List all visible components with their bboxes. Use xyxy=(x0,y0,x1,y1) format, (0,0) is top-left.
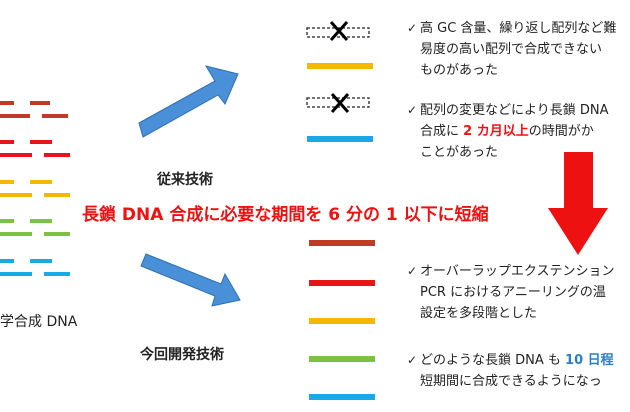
check-icon: ✓ xyxy=(407,21,418,35)
dna-bar-yellow xyxy=(309,318,375,324)
note-line: オーバーラップエクステンション xyxy=(420,264,615,279)
fragment-segment xyxy=(0,153,32,157)
note-line: 易度の高い配列で合成できない xyxy=(420,42,603,57)
fragment-segment xyxy=(0,101,14,105)
fragment-segment xyxy=(44,272,70,276)
note-line: 配列の変更などにより長鎖 DNA xyxy=(420,103,609,118)
note-highlight: 2 カ月以上 xyxy=(463,124,529,139)
fragment-row-red-dark xyxy=(0,101,68,118)
note-line: ものがあった xyxy=(420,63,499,78)
fragment-row-yellow xyxy=(0,180,70,197)
note-overlap-pcr: ✓ オーバーラップエクステンション PCR におけるアニーリングの温 設定を多段… xyxy=(407,261,615,324)
dna-bar-blue xyxy=(309,394,375,400)
synthetic-dna-label: 学合成 DNA xyxy=(0,314,78,330)
note-line: 合成に 2 カ月以上の時間がか xyxy=(420,121,609,142)
note-text: 合成に xyxy=(420,124,464,139)
fragment-segment xyxy=(30,259,52,263)
fragment-row-blue xyxy=(0,259,70,276)
note-short-period: ✓ どのような長鎖 DNA も 10 日程 短期間に合成できるようになっ xyxy=(407,350,614,392)
arrow-down-icon xyxy=(548,152,608,255)
dna-bar-blue xyxy=(307,136,373,142)
dna-bar-red-dark xyxy=(309,240,375,246)
note-line: ことがあった xyxy=(420,145,499,160)
arrow-down-right-icon xyxy=(140,253,241,307)
fragment-segment xyxy=(0,180,14,184)
check-icon: ✓ xyxy=(407,103,418,117)
note-text: どのような長鎖 DNA も xyxy=(420,353,566,368)
fragment-segment xyxy=(0,272,32,276)
cross-icon xyxy=(329,21,349,41)
fragment-row-green xyxy=(0,219,70,236)
fragment-segment xyxy=(0,219,14,223)
fragment-segment xyxy=(0,193,32,197)
note-line: 短期間に合成できるようになっ xyxy=(420,374,602,389)
note-line: 設定を多段階とした xyxy=(420,306,538,321)
dna-bar-green xyxy=(309,356,375,362)
fragment-segment xyxy=(0,140,14,144)
dna-bar-yellow xyxy=(307,63,373,69)
headline: 長鎖 DNA 合成に必要な期間を 6 分の 1 以下に短縮 xyxy=(82,205,489,225)
fragment-segment xyxy=(30,101,50,105)
note-sequence-change: ✓ 配列の変更などにより長鎖 DNA 合成に 2 カ月以上の時間がか ことがあっ… xyxy=(407,100,609,163)
cross-icon xyxy=(330,93,350,113)
note-line: 高 GC 含量、繰り返し配列など難 xyxy=(420,21,617,36)
fragment-segment xyxy=(42,114,68,118)
fragment-segment xyxy=(0,259,14,263)
fragment-segment xyxy=(0,232,32,236)
fragment-segment xyxy=(30,140,52,144)
fragment-segment xyxy=(30,180,52,184)
check-icon: ✓ xyxy=(407,264,418,278)
fragment-group xyxy=(0,101,70,276)
fragment-segment xyxy=(30,219,52,223)
conventional-method-label: 従来技術 xyxy=(157,172,213,188)
dna-bar-red xyxy=(309,280,375,286)
fragment-segment xyxy=(44,153,70,157)
note-gc-content: ✓ 高 GC 含量、繰り返し配列など難 易度の高い配列で合成できない ものがあっ… xyxy=(407,18,617,81)
fragment-row-red xyxy=(0,140,70,157)
fragment-segment xyxy=(44,193,70,197)
note-line: PCR におけるアニーリングの温 xyxy=(420,285,606,300)
note-text: の時間がか xyxy=(528,124,594,139)
conventional-results xyxy=(306,21,373,142)
note-highlight: 10 日程 xyxy=(565,353,614,368)
arrow-up-right-icon xyxy=(138,65,239,138)
new-method-results xyxy=(309,240,375,400)
check-icon: ✓ xyxy=(407,353,418,367)
fragment-segment xyxy=(44,232,70,236)
new-method-label: 今回開発技術 xyxy=(140,347,224,363)
note-line: どのような長鎖 DNA も 10 日程 xyxy=(420,350,614,371)
fragment-segment xyxy=(0,114,30,118)
